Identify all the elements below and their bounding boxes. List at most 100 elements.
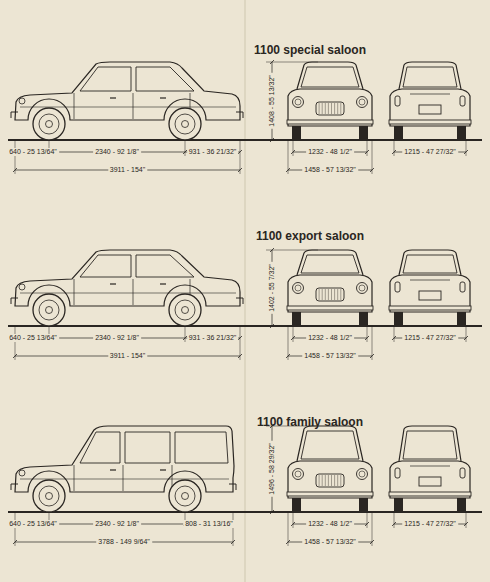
car-section [8,424,482,546]
wheel-circle [357,469,368,480]
drawing-line [331,103,332,114]
drawing-line [325,475,326,486]
track-dimension: 1215 - 47 27/32" [402,520,458,528]
height-dimension: 1402 - 55 7/32" [268,262,276,314]
drawing-line [337,103,338,114]
bumper [389,492,471,496]
dimension-line [240,140,241,174]
drawing-line [322,289,323,300]
drawing-line [399,62,461,89]
drawing-line [288,461,372,498]
overhang-dimension: 640 - 25 13/64" [7,148,59,156]
drawing-line [288,89,372,126]
drawing-line [20,293,236,294]
bumper [389,306,471,310]
dimension-line [185,140,186,156]
dimension-line [392,522,396,526]
drawing-line [110,283,116,284]
dimension-line [464,522,468,526]
drawing-line [136,255,194,277]
car-section [8,248,482,360]
grille [316,288,344,301]
drawing-line [80,255,131,277]
wheel-circle [182,493,189,500]
dimension-line [394,140,395,156]
grille [316,474,344,487]
track-dimension: 1215 - 47 27/32" [402,334,458,342]
drawing-line [390,275,470,312]
dimension-line [8,325,482,327]
dimension-line [466,140,467,156]
drawing-line [340,289,341,300]
section-heading: 1100 family saloon [257,415,363,429]
dimension-line [240,326,241,360]
drawing-line [297,426,363,461]
drawing-line [11,484,18,490]
drawing-line [322,475,323,486]
drawing-line [331,475,332,486]
drawing-line [80,432,120,463]
dimension-line [365,522,369,526]
drawing-line [74,279,75,305]
wheel-circle [357,97,368,108]
wheel-circle [293,469,304,480]
tail-light [460,468,465,478]
wheel-circle [169,294,201,326]
dimension-line [394,512,395,528]
dimension-line [464,150,468,154]
wheel-circle [46,493,53,500]
dimension-line [293,140,294,156]
drawing-line [160,97,166,98]
wheelbase-dimension: 2340 - 92 1/8" [93,334,141,342]
dimension-line [270,324,274,328]
dimension-line [394,326,395,342]
drawing-line [301,67,359,87]
overhang-dimension: 931 - 36 21/32" [187,148,239,156]
dimension-line [288,140,289,174]
drawing-line [20,107,236,108]
length-dimension: 3911 - 154" [108,166,147,174]
dimension-line [464,336,468,340]
tail-light [395,282,400,292]
drawing-line [297,62,363,89]
drawing-line [74,93,75,119]
wheel-circle [182,307,189,314]
wheel-circle [293,283,304,294]
width-dimension: 1458 - 57 13/32" [302,166,358,174]
page-fold [244,0,246,582]
drawing-line [110,469,116,470]
drawing-line [319,289,320,300]
drawing-line [11,298,18,304]
bumper [287,120,373,124]
drawing-line [229,484,236,490]
drawing-line [325,289,326,300]
track-dimension: 1232 - 48 1/2" [306,520,354,528]
drawing-line [319,103,320,114]
dimension-line [288,512,289,546]
drawing-line [123,465,124,491]
dimension-line [15,326,16,360]
width-dimension: 1458 - 57 13/32" [302,538,358,546]
dimension-line [291,336,295,340]
wheel-circle [19,284,25,290]
number-plate [419,477,441,486]
dimension-line [370,540,374,544]
dimension-line [15,140,16,174]
tail-light [460,282,465,292]
drawing-line [80,67,131,91]
dimension-line [15,512,16,546]
wheel-circle [169,480,201,512]
dimension-line [231,540,235,544]
number-plate [419,105,441,114]
drawing-line [125,432,170,463]
tail-light [460,96,465,106]
dimension-line [238,150,242,154]
track-dimension: 1232 - 48 1/2" [306,334,354,342]
dimension-line [238,336,242,340]
grille [316,102,344,115]
wheel-circle [359,285,365,291]
wheel-circle [19,470,25,476]
dimension-line [372,140,373,174]
overhang-dimension: 808 - 31 13/16" [183,520,235,528]
drawing-line [175,432,228,463]
